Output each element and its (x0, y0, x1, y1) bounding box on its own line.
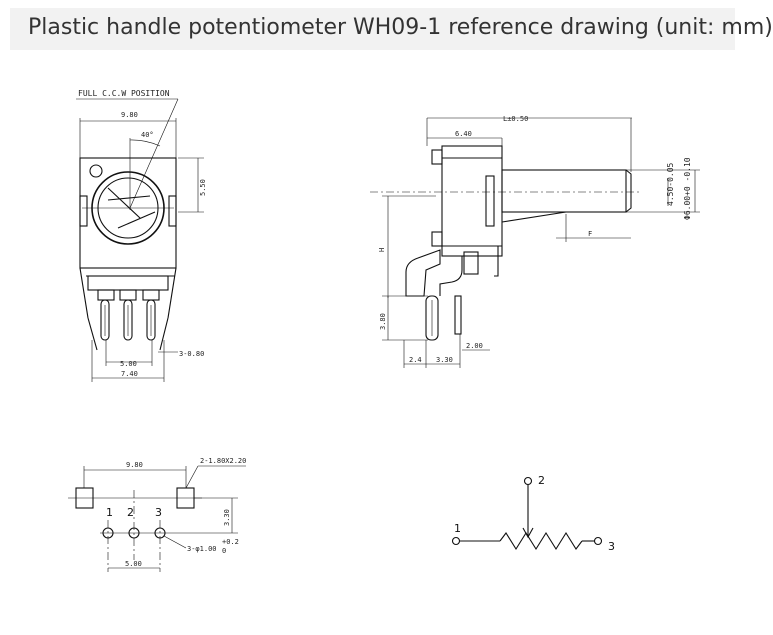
side-tab-label: 2.00 (466, 342, 483, 350)
title-bar: Plastic handle potentiometer WH09-1 refe… (10, 8, 773, 50)
schematic-pin1: 1 (454, 522, 461, 535)
front-width-label: 9.80 (121, 111, 138, 119)
front-pin-width-label: 3-0.80 (179, 350, 204, 358)
front-pitch-label: 5.00 (120, 360, 137, 368)
side-view: L±0.50 6.40 4.50-0.05 Φ6.00+0 -0.10 F (370, 115, 700, 368)
side-spacing-label: 3.30 (436, 356, 453, 364)
footprint-pin2: 2 (127, 506, 134, 519)
footprint-view: 9.80 2-1.80X2.20 3.30 1 2 3 3-φ1.00 +0.2… (68, 457, 246, 572)
shaft-d2-label: Φ6.00+0 -0.10 (683, 157, 692, 220)
side-offset-label: 2.4 (409, 356, 422, 364)
footprint-slot-label: 2-1.80X2.20 (200, 457, 246, 465)
front-span-label: 7.40 (121, 370, 138, 378)
reference-drawing: FULL C.C.W POSITION 9.80 40° 5.50 (68, 89, 700, 572)
front-angle-label: 40° (141, 131, 154, 139)
side-pin-height-label: 3.80 (379, 313, 387, 330)
front-view: FULL C.C.W POSITION 9.80 40° 5.50 (76, 89, 207, 382)
footprint-pin1: 1 (106, 506, 113, 519)
footprint-offset-label: 3.30 (223, 509, 231, 526)
front-height-label: 5.50 (199, 179, 207, 196)
side-depth-label: 6.40 (455, 130, 472, 138)
side-h-label: H (378, 248, 386, 252)
side-f-label: F (588, 230, 592, 238)
front-note-label: FULL C.C.W POSITION (78, 89, 170, 98)
footprint-width-label: 9.80 (126, 461, 143, 469)
footprint-hole-tol-plus: +0.2 (222, 538, 239, 546)
schematic-symbol: 1 2 3 (451, 474, 615, 553)
footprint-pin3: 3 (155, 506, 162, 519)
footprint-hole-label: 3-φ1.00 (187, 545, 217, 553)
shaft-d1-label: 4.50-0.05 (666, 162, 675, 206)
footprint-hole-tol-zero: 0 (222, 547, 226, 555)
footprint-pitch-label: 5.00 (125, 560, 142, 568)
side-length-label: L±0.50 (503, 115, 528, 123)
schematic-pin2: 2 (538, 474, 545, 487)
page-title: Plastic handle potentiometer WH09-1 refe… (28, 15, 773, 40)
schematic-pin3: 3 (608, 540, 615, 553)
